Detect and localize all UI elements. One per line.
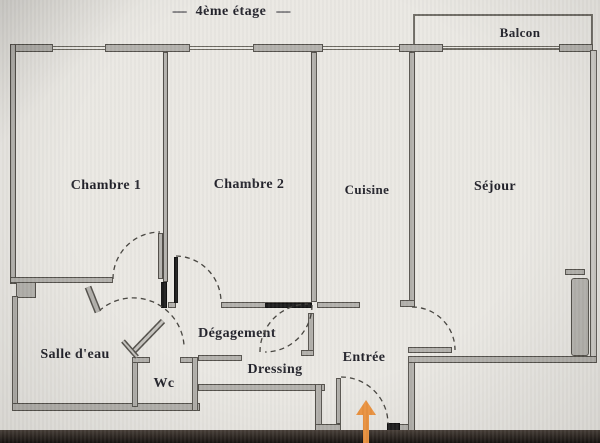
wall-left [10,44,16,284]
wall-bottom-dressing [198,384,325,391]
sejour-door-leaf [408,347,452,353]
salle-deau-door-leaf [130,318,166,355]
chambre2-door-arc [175,255,222,303]
chambre1-door-arc [112,231,161,280]
label-chambre2: Chambre 2 [213,177,285,192]
floor-title: — 4ème étage — [163,4,300,20]
label-chambre1: Chambre 1 [70,178,142,193]
wall-cuisine-bottom [317,302,360,308]
window-sejour-balcony [443,46,559,50]
chambre1-door-leaf [158,233,163,279]
wall-cuisine-sejour [409,52,415,302]
wall-chambre1-bottom [10,277,113,283]
label-cuisine: Cuisine [344,182,390,197]
label-wc: Wc [153,376,175,391]
wc-door-leaf [121,339,139,359]
label-degagement: Dégagement [198,326,276,341]
window-chambre1 [53,46,105,50]
front-door-leaf [336,378,341,424]
wall-chambre1-chambre2 [163,52,168,282]
wall-top-3 [253,44,323,52]
entrance-arrow-icon [356,400,376,443]
wall-chambre-divider-foot [161,282,167,308]
photo-bottom-edge [0,430,600,443]
title-dash-left: — [172,4,187,19]
wc-door-leaf-fill [122,340,138,358]
angled-wall-stub [84,285,102,314]
wall-wc-right [192,357,198,411]
label-salle-deau: Salle d'eau [40,347,110,362]
wall-bottom-sejour [408,356,597,363]
label-sejour: Séjour [473,179,517,194]
label-dressing: Dressing [247,362,303,377]
wall-top-2 [105,44,190,52]
wall-dressing-top [198,355,242,361]
floor-title-text: 4ème étage [195,4,267,19]
angled-wall-stub-fill [86,286,100,313]
label-balcon: Balcon [499,25,541,40]
label-entree: Entrée [342,350,386,365]
wall-wc-left [132,357,138,407]
degagement-door-segment [265,303,312,308]
dressing-door-jamb [308,313,314,353]
wall-chambre2-cuisine [311,52,317,302]
wall-bottom-bathroom [12,403,200,411]
wall-top-1 [10,44,53,52]
wall-top-5 [559,44,593,52]
wall-right [590,50,597,362]
sejour-door-arc [411,306,456,351]
wall-entree-right [408,362,415,431]
chambre2-door-leaf [174,257,178,303]
wall-left-lower [12,296,18,410]
radiator-block [571,278,589,356]
salle-deau-door-leaf-fill [131,319,165,354]
wall-wc-top-a [132,357,150,363]
window-chambre2 [190,46,253,50]
wall-sejour-door-jog [400,300,415,307]
window-cuisine [323,46,399,50]
duct-stub [565,269,585,275]
title-dash-right: — [276,4,290,19]
wall-top-4 [399,44,443,52]
dressing-door-jamb-foot [301,350,314,356]
